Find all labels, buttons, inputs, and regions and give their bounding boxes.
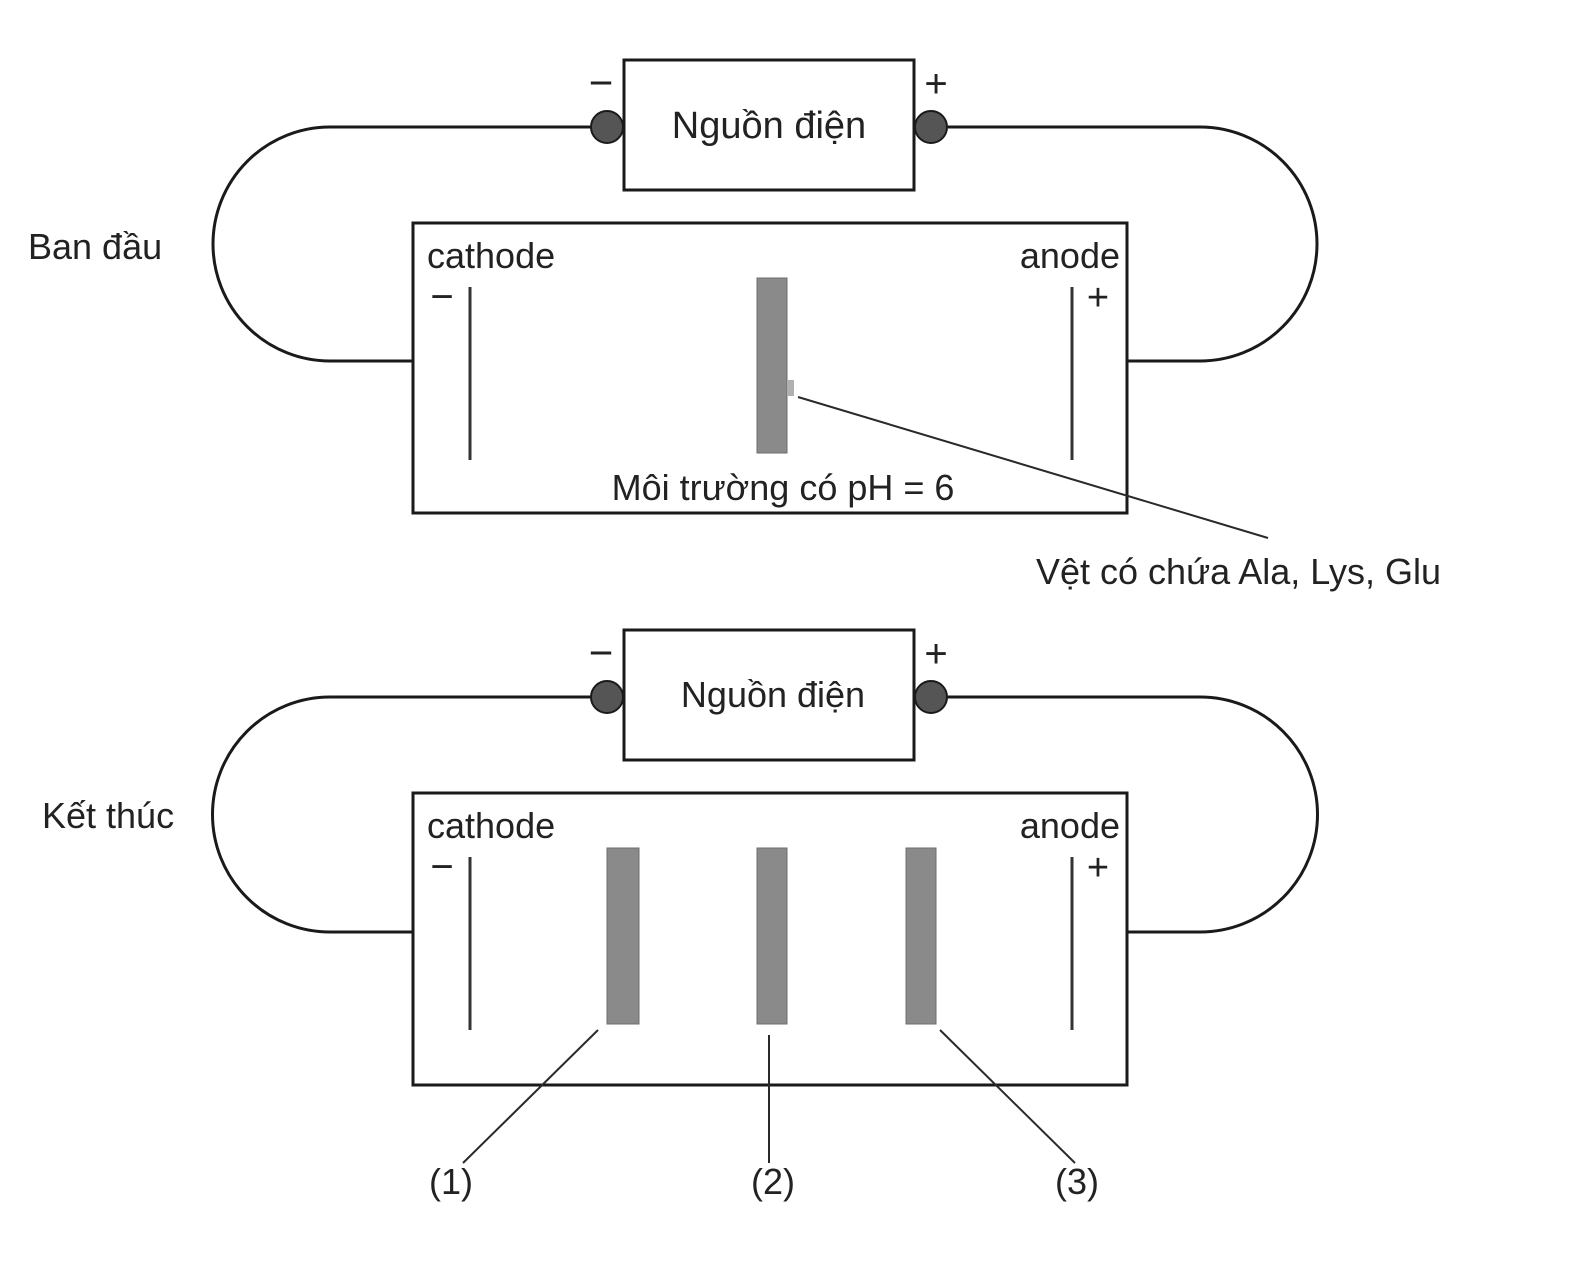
final-cathode-label: cathode <box>427 805 555 846</box>
final-negative-terminal-sign: − <box>589 629 614 676</box>
final-band-3-label: (3) <box>1055 1161 1099 1202</box>
initial-positive-terminal <box>914 110 948 144</box>
final-power-source-label: Nguồn điện <box>681 674 865 715</box>
initial-cathode-label: cathode <box>427 235 555 276</box>
initial-anode-sign: + <box>1087 277 1109 319</box>
final-setup: Nguồn điện − + cathode anode − + (1) (2)… <box>42 628 1319 1202</box>
final-band-1-label: (1) <box>429 1161 473 1202</box>
final-band-2 <box>756 847 788 1025</box>
initial-right-wire <box>928 125 1319 363</box>
initial-negative-terminal <box>590 110 624 144</box>
final-band-3 <box>905 847 937 1025</box>
final-anode-label: anode <box>1020 805 1120 846</box>
initial-anode-label: anode <box>1020 235 1120 276</box>
final-band-1-leader <box>462 1029 599 1164</box>
final-negative-terminal <box>590 680 624 714</box>
initial-cathode-sign: − <box>430 275 453 319</box>
final-cathode-sign: − <box>430 845 453 889</box>
final-right-wire <box>928 695 1319 934</box>
final-left-wire <box>211 695 594 934</box>
initial-negative-terminal-sign: − <box>589 59 614 106</box>
initial-medium-label: Môi trường có pH = 6 <box>612 467 955 508</box>
initial-positive-terminal-sign: + <box>924 62 947 106</box>
initial-sample-spot-tab <box>787 380 794 396</box>
initial-power-source-box <box>622 58 916 192</box>
initial-spot-leader-line <box>797 396 1269 539</box>
initial-state-label: Ban đầu <box>28 226 162 267</box>
final-power-source-box <box>622 628 916 762</box>
initial-power-source-label: Nguồn điện <box>672 105 866 147</box>
final-band-3-leader <box>939 1029 1076 1164</box>
final-anode-sign: + <box>1087 847 1109 889</box>
final-band-2-label: (2) <box>751 1161 795 1202</box>
initial-left-wire <box>211 125 594 363</box>
final-band-1 <box>606 847 640 1025</box>
initial-spot-label: Vệt có chứa Ala, Lys, Glu <box>1036 551 1441 592</box>
final-positive-terminal <box>914 680 948 714</box>
initial-sample-spot <box>756 277 788 454</box>
final-positive-terminal-sign: + <box>924 632 947 676</box>
initial-setup: Nguồn điện − + cathode anode − + Môi trư… <box>28 58 1441 592</box>
final-state-label: Kết thúc <box>42 795 174 836</box>
